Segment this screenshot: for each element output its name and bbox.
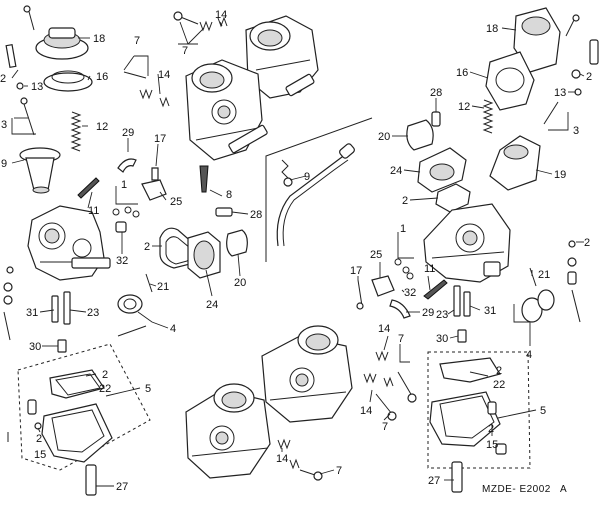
callout-label: 4 <box>526 349 532 361</box>
callout-label: 5 <box>540 405 546 417</box>
callout-label: 17 <box>350 265 362 277</box>
callout-label: 13 <box>31 81 43 93</box>
callout-label: 2 <box>402 195 408 207</box>
left-upper-parts <box>3 5 111 442</box>
callout-label: 9 <box>304 171 310 183</box>
callout-label: 1 <box>121 179 127 191</box>
callout-label: 29 <box>122 127 134 139</box>
callout-label: 32 <box>404 287 416 299</box>
callout-label: 20 <box>378 131 390 143</box>
revision-letter: A <box>560 484 567 495</box>
callout-label: 31 <box>484 305 496 317</box>
callout-label: 14 <box>378 323 390 335</box>
callout-label: 4 <box>170 323 176 335</box>
callout-label: 19 <box>554 169 566 181</box>
callout-label: 7 <box>182 45 188 57</box>
callout-label: 27 <box>116 481 128 493</box>
callout-label: 30 <box>436 333 448 345</box>
callout-label: 25 <box>370 249 382 261</box>
callout-label: 17 <box>154 133 166 145</box>
callout-label: 30 <box>29 341 41 353</box>
callout-label: 22 <box>493 379 505 391</box>
callout-label: 14 <box>276 453 288 465</box>
right-float-bowl-group <box>427 351 531 493</box>
callout-label: 21 <box>538 269 550 281</box>
callout-label: 20 <box>234 277 246 289</box>
callout-label: 32 <box>116 255 128 267</box>
center-upper-parts <box>112 11 319 337</box>
callout-label: 15 <box>486 439 498 451</box>
callout-label: 18 <box>486 23 498 35</box>
callout-label: 7 <box>336 465 342 477</box>
callout-label: 11 <box>88 205 99 217</box>
callout-label: 13 <box>554 87 566 99</box>
callout-label: 5 <box>145 383 151 395</box>
leader-lines <box>11 21 585 487</box>
callout-label: 16 <box>456 67 468 79</box>
right-upper-parts <box>356 7 599 343</box>
throttle-cable-group <box>265 117 373 262</box>
callout-label: 7 <box>382 421 388 433</box>
callout-label: 29 <box>422 307 434 319</box>
callout-label: 15 <box>34 449 46 461</box>
callout-label: 14 <box>215 9 227 21</box>
callout-label: 2 <box>144 241 150 253</box>
callout-labels: 18 2 13 16 3 12 9 11 7 14 7 14 29 17 1 2… <box>0 9 592 493</box>
callout-label: 12 <box>96 121 108 133</box>
callout-label: 31 <box>26 307 38 319</box>
callout-label: 24 <box>390 165 402 177</box>
callout-label: 2 <box>102 369 108 381</box>
callout-label: 24 <box>206 299 218 311</box>
callout-label: 2 <box>496 365 502 377</box>
left-float-bowl-group <box>17 343 151 496</box>
callout-label: 16 <box>96 71 108 83</box>
callout-label: 12 <box>458 101 470 113</box>
callout-label: 2 <box>36 433 42 445</box>
center-lower-carbs <box>185 325 417 481</box>
callout-label: 7 <box>134 35 140 47</box>
callout-label: 18 <box>93 33 105 45</box>
callout-label: 22 <box>99 383 111 395</box>
callout-label: 14 <box>158 69 170 81</box>
callout-label: 7 <box>398 333 404 345</box>
callout-label: 9 <box>1 158 7 170</box>
callout-label: 1 <box>400 223 406 235</box>
callout-label: 8 <box>226 189 232 201</box>
drawing-code: MZDE- E2002 <box>482 484 551 495</box>
callout-label: 25 <box>170 196 182 208</box>
callout-label: 28 <box>430 87 442 99</box>
callout-label: 3 <box>573 125 579 137</box>
callout-label: 14 <box>360 405 372 417</box>
callout-label: 21 <box>157 281 169 293</box>
callout-label: 2 <box>584 237 590 249</box>
callout-label: 3 <box>1 119 7 131</box>
callout-label: 2 <box>0 73 6 85</box>
callout-label: 28 <box>250 209 262 221</box>
callout-label: 2 <box>586 71 592 83</box>
callout-label: 11 <box>424 263 435 275</box>
callout-label: 23 <box>87 307 99 319</box>
callout-label: 2 <box>488 423 494 435</box>
callout-label: 27 <box>428 475 440 487</box>
callout-label: 23 <box>436 309 448 321</box>
